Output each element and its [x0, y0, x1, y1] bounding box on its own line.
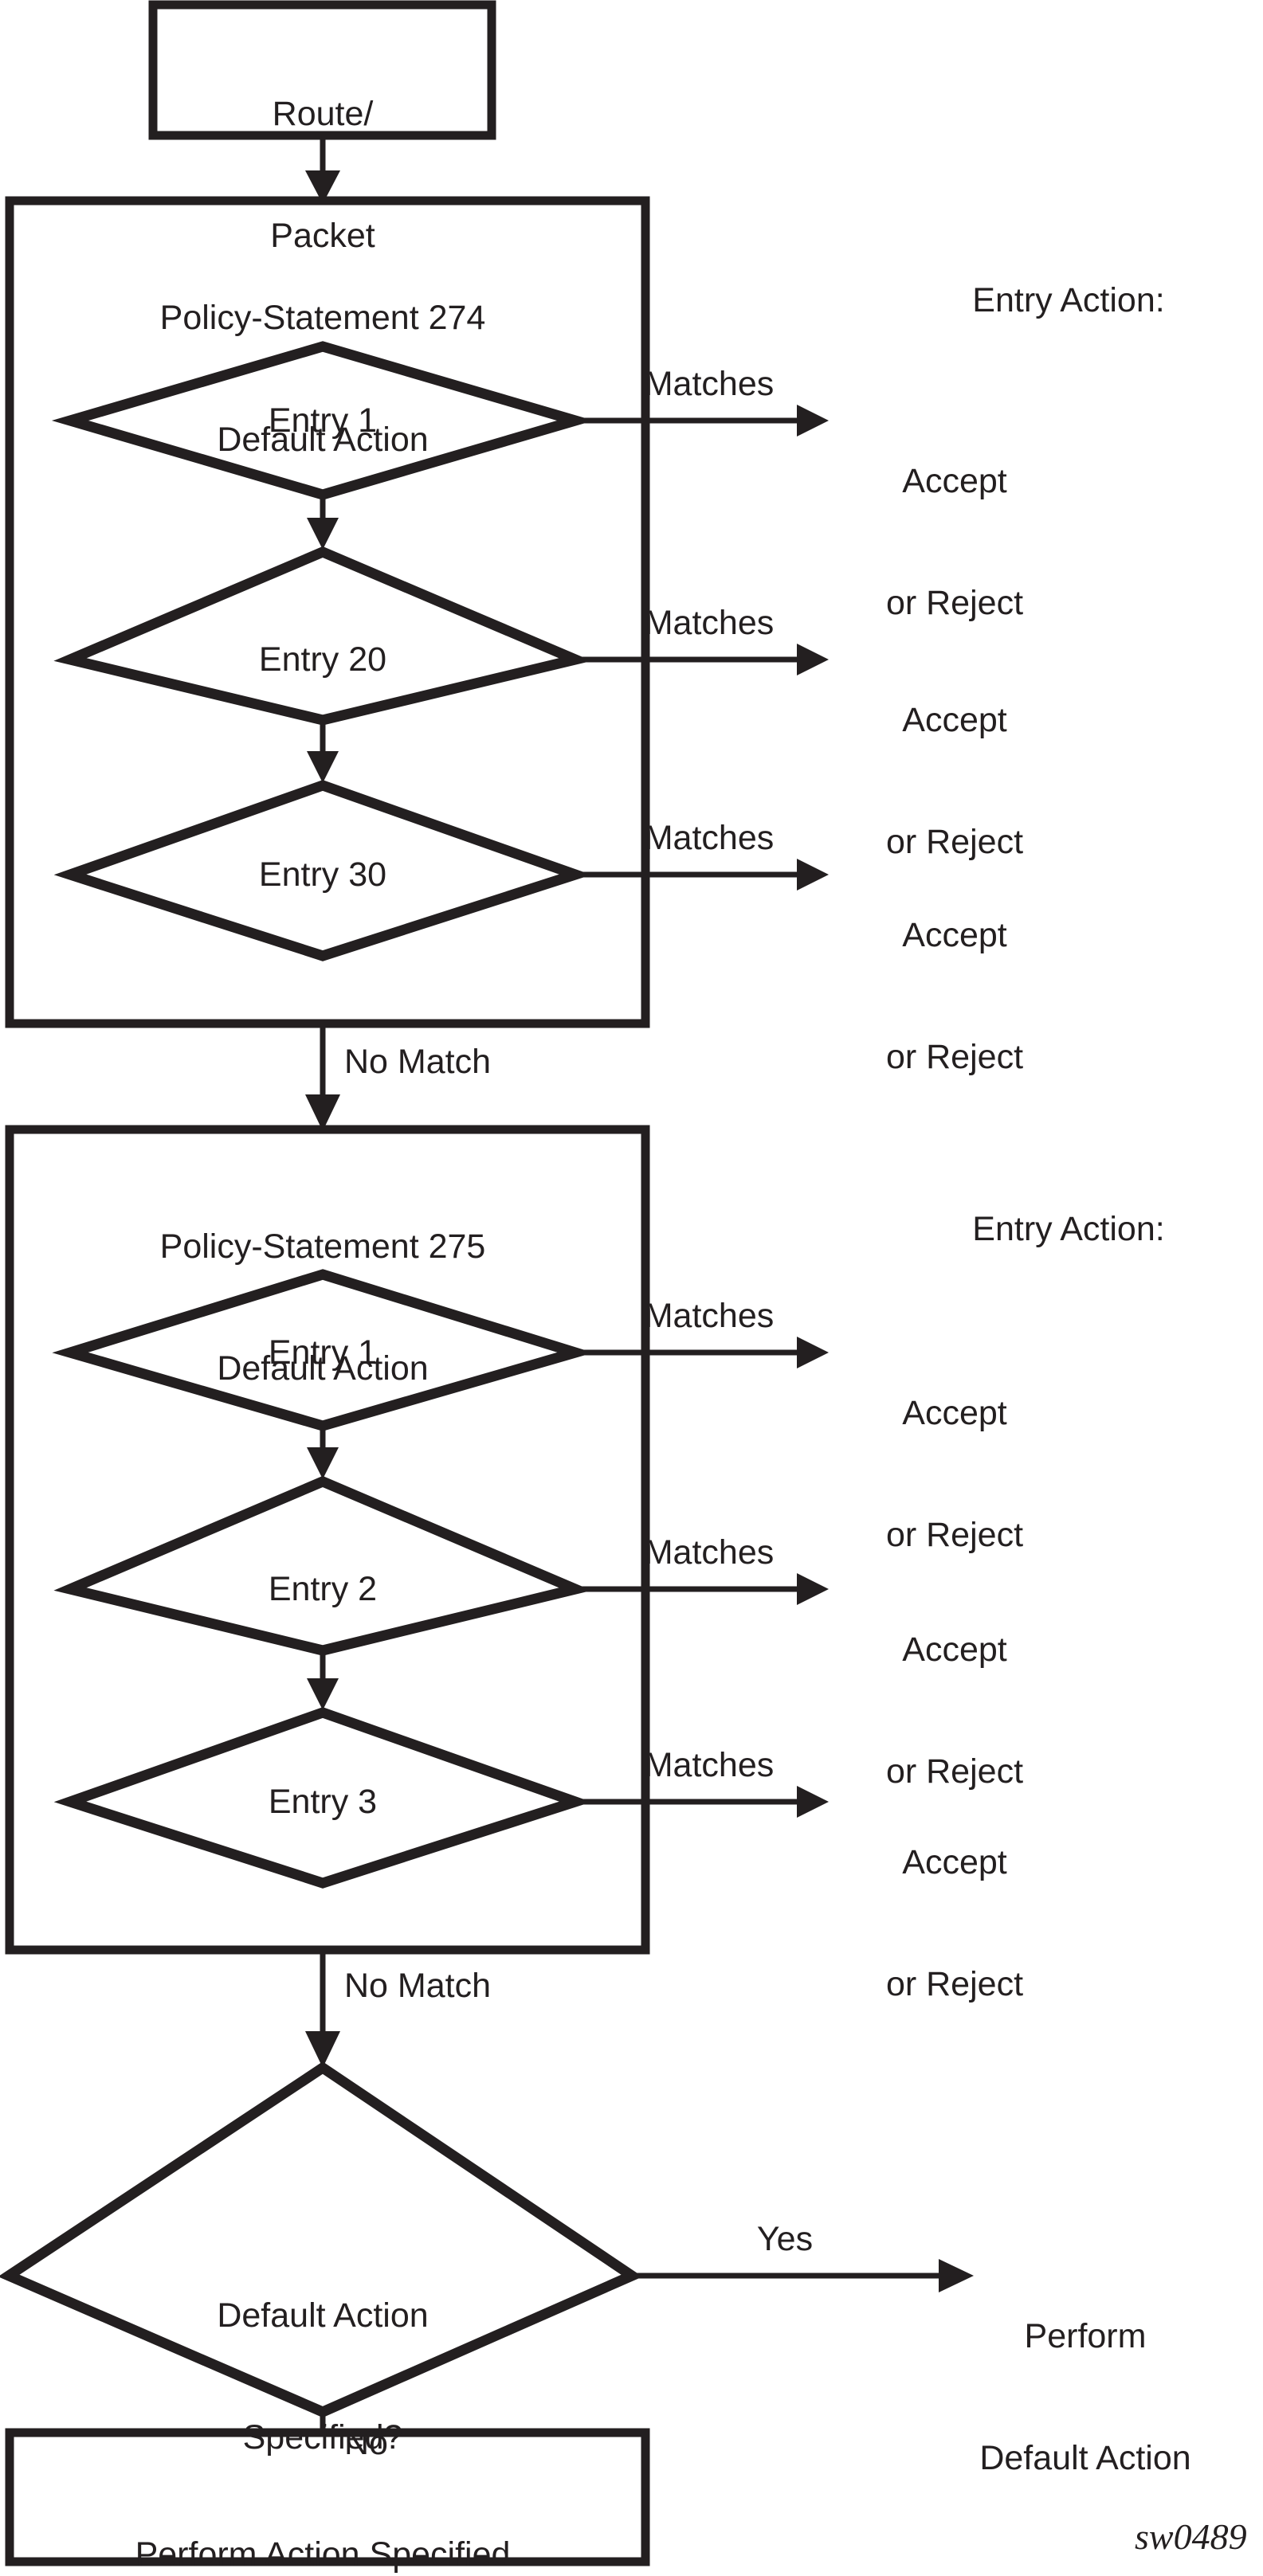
action-274-2-line-1: Accept [902, 701, 1007, 739]
arrowhead-policy-275-no-match [305, 2031, 340, 2068]
arrowhead-275-2-to-275-3 [307, 1678, 339, 1710]
arrowhead-policy-274-no-match [305, 1094, 340, 1131]
edge-label-274-3-matches: Matches [644, 819, 775, 857]
arrowhead-decision-yes [939, 2259, 974, 2292]
diamond-entry-274-3 [53, 780, 592, 961]
diamond-label-274-2: Entry 20 [258, 640, 387, 679]
start-box-label: Route/ Packet [124, 13, 522, 338]
end-box-label: Perform Action Specified By Protocol [20, 2453, 626, 2576]
policy-275-title: Policy-Statement 275 Default Action [20, 1145, 626, 1470]
decision-yes-target-label: Perform Default Action [902, 2235, 1263, 2560]
edge-label-275-2-matches: Matches [644, 1533, 775, 1572]
diamond-label-275-2: Entry 2 [268, 1570, 378, 1608]
action-275-3-line-2: or Reject [885, 1965, 1024, 2003]
decision-yes-label: Yes [756, 2220, 814, 2258]
arrowhead-274-1-to-274-2 [307, 518, 339, 550]
decision-line-1: Default Action [217, 2296, 429, 2335]
policy-275-title-line-1: Policy-Statement 275 [159, 1227, 486, 1266]
diamond-label-275-3: Entry 3 [268, 1783, 378, 1821]
action-274-3-line-1: Accept [902, 916, 1007, 954]
entry-action-header-275: Entry Action: [972, 1210, 1165, 1248]
action-label-275-2: Accept or Reject [795, 1548, 1114, 1873]
diamond-entry-275-3 [53, 1707, 592, 1889]
exit-label-274-no-match: No Match [344, 1043, 492, 1081]
end-box-perform-action [5, 2428, 650, 2566]
action-275-2-line-2: or Reject [885, 1752, 1024, 1791]
arrowhead-274-1-matches [797, 405, 829, 437]
exit-label-275-no-match: No Match [344, 1967, 492, 2005]
edge-label-275-1-matches: Matches [644, 1297, 775, 1335]
start-box-line-2: Packet [270, 217, 375, 255]
edge-label-274-1-matches: Matches [644, 365, 775, 403]
action-label-274-2: Accept or Reject [795, 619, 1114, 944]
policy-274-title-line-1: Policy-Statement 274 [159, 299, 486, 337]
action-274-3-line-2: or Reject [885, 1038, 1024, 1076]
action-274-1-line-2: or Reject [885, 584, 1024, 622]
action-274-2-line-2: or Reject [885, 823, 1024, 861]
entry-action-header-274: Entry Action: [972, 281, 1165, 319]
arrowhead-275-1-matches [797, 1337, 829, 1368]
arrowhead-275-3-matches [797, 1786, 829, 1818]
edge-label-275-3-matches: Matches [644, 1746, 775, 1784]
decision-yes-target-line-2: Default Action [979, 2439, 1191, 2477]
action-275-1-line-1: Accept [902, 1394, 1007, 1432]
decision-label: Default Action Specified? [116, 2214, 530, 2539]
arrowhead-275-1-to-275-2 [307, 1447, 339, 1479]
policy-275-title-line-2: Default Action [217, 1349, 429, 1388]
action-label-274-1: Accept or Reject [795, 380, 1114, 705]
arrowhead-274-3-matches [797, 859, 829, 891]
action-label-274-3: Accept or Reject [795, 834, 1114, 1159]
diamond-label-274-1: Entry 1 [268, 401, 378, 440]
arrowhead-274-2-to-274-3 [307, 751, 339, 783]
start-box-line-1: Route/ [272, 95, 374, 133]
policy-274-title-line-2: Default Action [217, 421, 429, 459]
action-275-3-line-1: Accept [902, 1843, 1007, 1881]
end-box-line-1: Perform Action Specified [135, 2535, 511, 2574]
arrowhead-275-2-matches [797, 1573, 829, 1605]
policy-274-title: Policy-Statement 274 Default Action [20, 217, 626, 542]
action-label-275-1: Accept or Reject [795, 1312, 1114, 1637]
action-275-1-line-2: or Reject [885, 1516, 1024, 1554]
action-label-275-3: Accept or Reject [795, 1761, 1114, 2086]
edge-label-274-2-matches: Matches [644, 604, 775, 642]
figure-id-watermark: sw0489 [1135, 2516, 1247, 2557]
arrowhead-274-2-matches [797, 644, 829, 675]
decision-line-2: Specified? [242, 2418, 403, 2457]
decision-no-label: No [344, 2424, 388, 2462]
diamond-label-275-1: Entry 1 [268, 1333, 378, 1372]
action-274-1-line-1: Accept [902, 462, 1007, 500]
arrowhead-start-to-policy-274 [305, 170, 340, 204]
action-275-2-line-1: Accept [902, 1631, 1007, 1669]
decision-yes-target-line-1: Perform [1024, 2317, 1147, 2355]
diamond-label-274-3: Entry 30 [258, 855, 387, 894]
